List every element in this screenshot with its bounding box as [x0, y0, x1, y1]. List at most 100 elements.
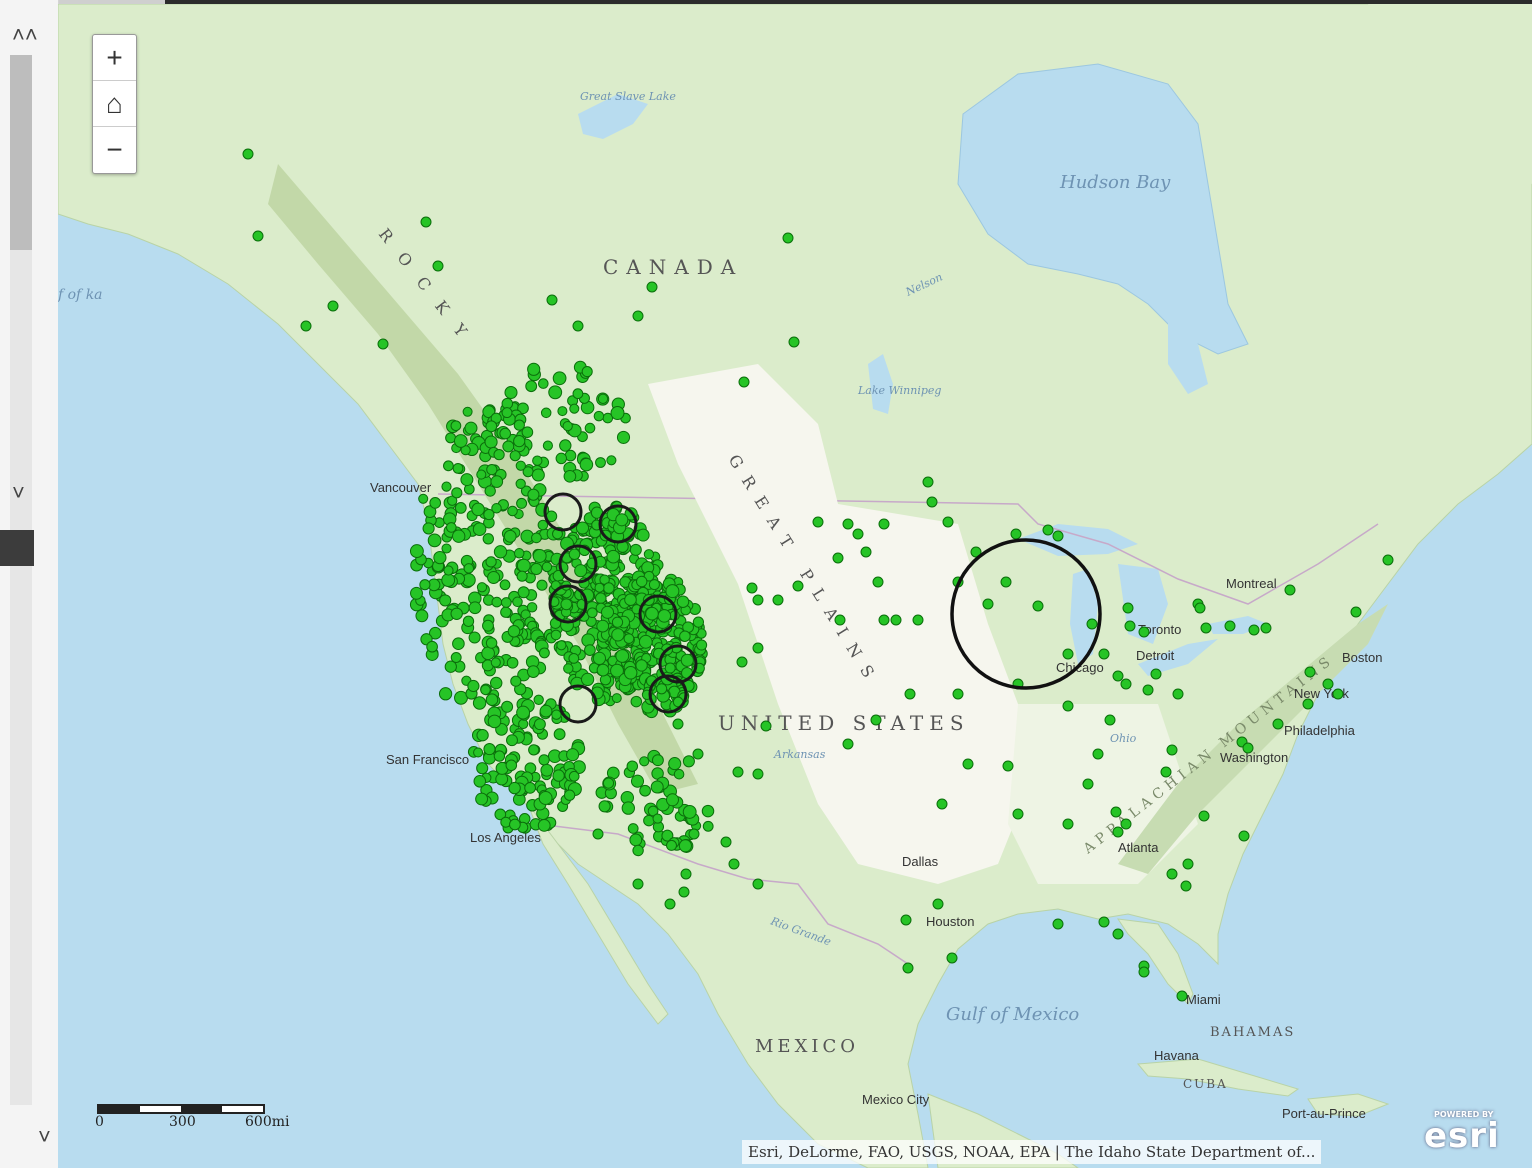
map-marker[interactable] [752, 594, 764, 606]
map-marker[interactable] [878, 518, 890, 530]
map-marker[interactable] [1098, 648, 1110, 660]
map-marker[interactable] [1200, 622, 1212, 634]
map-marker[interactable] [450, 420, 462, 432]
map-marker[interactable] [513, 419, 525, 431]
map-marker[interactable] [682, 755, 695, 768]
map-marker[interactable] [1062, 648, 1074, 660]
map-marker[interactable] [664, 898, 676, 910]
map-marker[interactable] [574, 564, 588, 578]
map-marker[interactable] [1172, 688, 1184, 700]
attribution[interactable]: Esri, DeLorme, FAO, USGS, NOAA, EPA | Th… [742, 1140, 1322, 1164]
map-marker[interactable] [1150, 668, 1162, 680]
map-marker[interactable] [450, 652, 462, 663]
map-marker[interactable] [443, 460, 454, 472]
map-marker[interactable] [563, 663, 574, 674]
map-marker[interactable] [615, 649, 630, 663]
map-marker[interactable] [970, 546, 982, 558]
map-marker[interactable] [483, 508, 495, 521]
map-marker[interactable] [701, 804, 715, 818]
map-marker[interactable] [595, 592, 607, 604]
chevron-down-icon[interactable]: ˅ [38, 1124, 51, 1149]
map-marker[interactable] [852, 528, 864, 540]
map-marker[interactable] [410, 586, 423, 600]
map-marker[interactable] [409, 544, 424, 559]
map-marker[interactable] [568, 770, 580, 782]
map-marker[interactable] [419, 579, 431, 591]
map-marker[interactable] [552, 371, 567, 386]
map-marker[interactable] [473, 775, 487, 788]
map-marker[interactable] [624, 593, 637, 606]
map-marker[interactable] [922, 476, 934, 488]
map-marker[interactable] [646, 281, 658, 293]
map-marker[interactable] [464, 421, 478, 435]
map-marker[interactable] [596, 619, 610, 633]
map-marker[interactable] [429, 626, 442, 640]
map-marker[interactable] [515, 478, 526, 489]
map-marker[interactable] [531, 468, 545, 482]
map-marker[interactable] [900, 914, 912, 926]
map-marker[interactable] [484, 435, 498, 449]
map-marker[interactable] [485, 693, 499, 706]
map-marker[interactable] [812, 516, 824, 528]
map-marker[interactable] [832, 552, 844, 564]
map-marker[interactable] [482, 619, 494, 632]
map-marker[interactable] [630, 774, 645, 788]
map-view[interactable]: CANADA UNITED STATES MEXICO ROCKY GREAT … [58, 4, 1532, 1168]
map-marker[interactable] [510, 675, 522, 687]
map-marker[interactable] [557, 406, 568, 417]
map-marker[interactable] [652, 813, 663, 824]
map-marker[interactable] [890, 614, 902, 626]
map-marker[interactable] [842, 518, 854, 530]
map-marker[interactable] [606, 455, 617, 466]
map-marker[interactable] [499, 427, 512, 440]
map-marker[interactable] [1120, 818, 1132, 830]
map-marker[interactable] [485, 420, 498, 433]
map-marker[interactable] [563, 789, 576, 801]
map-marker[interactable] [600, 605, 615, 619]
map-marker[interactable] [952, 688, 964, 700]
map-marker[interactable] [1138, 626, 1150, 638]
map-marker[interactable] [870, 714, 882, 726]
panel-tab[interactable] [0, 530, 34, 566]
map-marker[interactable] [480, 684, 491, 696]
map-marker[interactable] [627, 823, 639, 834]
map-marker[interactable] [509, 818, 521, 831]
map-marker[interactable] [493, 545, 508, 559]
map-marker[interactable] [728, 858, 740, 870]
map-marker[interactable] [676, 595, 690, 608]
map-marker[interactable] [593, 410, 605, 422]
map-marker[interactable] [507, 625, 521, 638]
map-marker[interactable] [834, 614, 846, 626]
map-marker[interactable] [645, 606, 659, 621]
map-marker[interactable] [630, 695, 643, 708]
map-marker[interactable] [772, 594, 784, 606]
map-marker[interactable] [1112, 826, 1124, 838]
map-marker[interactable] [621, 801, 635, 815]
map-marker[interactable] [788, 336, 800, 348]
map-marker[interactable] [760, 720, 772, 732]
map-marker[interactable] [665, 584, 680, 599]
map-marker[interactable] [602, 582, 615, 594]
map-marker[interactable] [1112, 928, 1124, 940]
map-marker[interactable] [1010, 528, 1022, 540]
map-marker[interactable] [611, 616, 624, 628]
map-marker[interactable] [482, 533, 494, 545]
map-marker[interactable] [595, 457, 606, 468]
map-marker[interactable] [438, 687, 453, 701]
map-marker[interactable] [568, 653, 580, 664]
map-marker[interactable] [1002, 760, 1014, 772]
map-marker[interactable] [594, 582, 605, 593]
map-marker[interactable] [679, 630, 691, 642]
map-marker[interactable] [530, 562, 543, 576]
map-marker[interactable] [489, 676, 503, 690]
map-marker[interactable] [475, 792, 489, 806]
map-marker[interactable] [441, 481, 452, 492]
map-marker[interactable] [657, 609, 672, 623]
map-marker[interactable] [515, 460, 526, 471]
map-marker[interactable] [1000, 576, 1012, 588]
map-marker[interactable] [680, 653, 694, 667]
map-marker[interactable] [1194, 602, 1206, 614]
map-marker[interactable] [491, 503, 502, 514]
map-marker[interactable] [946, 952, 958, 964]
map-marker[interactable] [1272, 718, 1284, 730]
